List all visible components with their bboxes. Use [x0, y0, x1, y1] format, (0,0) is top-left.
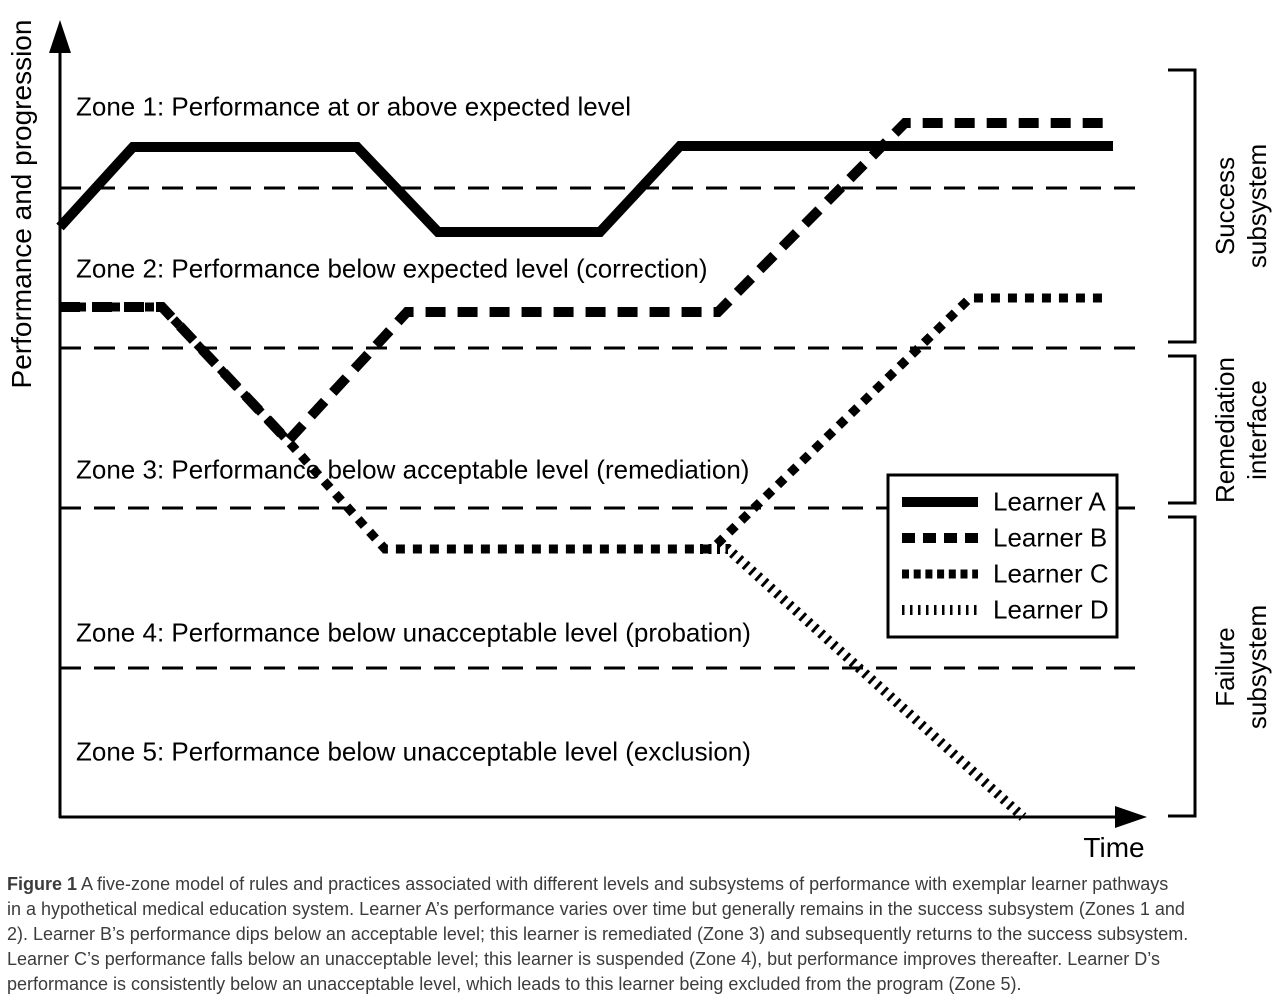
- legend-label-c: Learner C: [993, 558, 1109, 589]
- zone-3-label: Zone 3: Performance below acceptable lev…: [76, 454, 750, 485]
- y-axis-label: Performance and progression: [6, 19, 37, 389]
- five-zone-model-figure: Performance and progression Time Zone 1:…: [6, 19, 1273, 863]
- y-axis-arrowhead: [49, 20, 71, 53]
- plot-canvas: [49, 20, 1197, 828]
- bracket-failure: [1168, 515, 1197, 818]
- caption-line-4: Learner C’s performance falls below an u…: [7, 949, 1160, 969]
- caption-text-1: A five-zone model of rules and practices…: [77, 874, 1169, 894]
- learner-b-path: [60, 118, 1113, 449]
- figure-caption: Figure 1 A five-zone model of rules and …: [7, 872, 1277, 997]
- legend-label-a: Learner A: [993, 486, 1106, 517]
- zone-1-label: Zone 1: Performance at or above expected…: [76, 91, 631, 122]
- figure-number: Figure 1: [7, 874, 78, 894]
- bracket-remediation: [1168, 354, 1197, 505]
- caption-line-3: 2). Learner B’s performance dips below a…: [7, 924, 1189, 944]
- caption-line-1: Figure 1 A five-zone model of rules and …: [7, 872, 1277, 897]
- bracket-success: [1168, 68, 1197, 344]
- legend-label-d: Learner D: [993, 594, 1109, 625]
- bracket-label-line1: Remediation: [1210, 356, 1240, 503]
- learner-a-path: [56, 141, 1113, 237]
- zone-5-label: Zone 5: Performance below unacceptable l…: [76, 736, 751, 767]
- legend-label-b: Learner B: [993, 522, 1108, 553]
- caption-line-5: performance is consistently below an una…: [7, 974, 1022, 994]
- bracket-label-line2: interface: [1242, 379, 1272, 480]
- bracket-label-line1: Failure: [1210, 626, 1240, 707]
- caption-line-2: in a hypothetical medical education syst…: [7, 899, 1185, 919]
- learner-d-path: [700, 544, 1027, 821]
- bracket-label-line2: subsystem: [1242, 143, 1272, 269]
- x-axis-label: Time: [1083, 832, 1145, 863]
- zone-4-label: Zone 4: Performance below unacceptable l…: [76, 617, 751, 648]
- zone-2-label: Zone 2: Performance below expected level…: [76, 253, 708, 284]
- bracket-label-line1: Success: [1210, 156, 1240, 256]
- bracket-label-line2: subsystem: [1242, 604, 1272, 729]
- x-axis-arrowhead: [1115, 806, 1147, 828]
